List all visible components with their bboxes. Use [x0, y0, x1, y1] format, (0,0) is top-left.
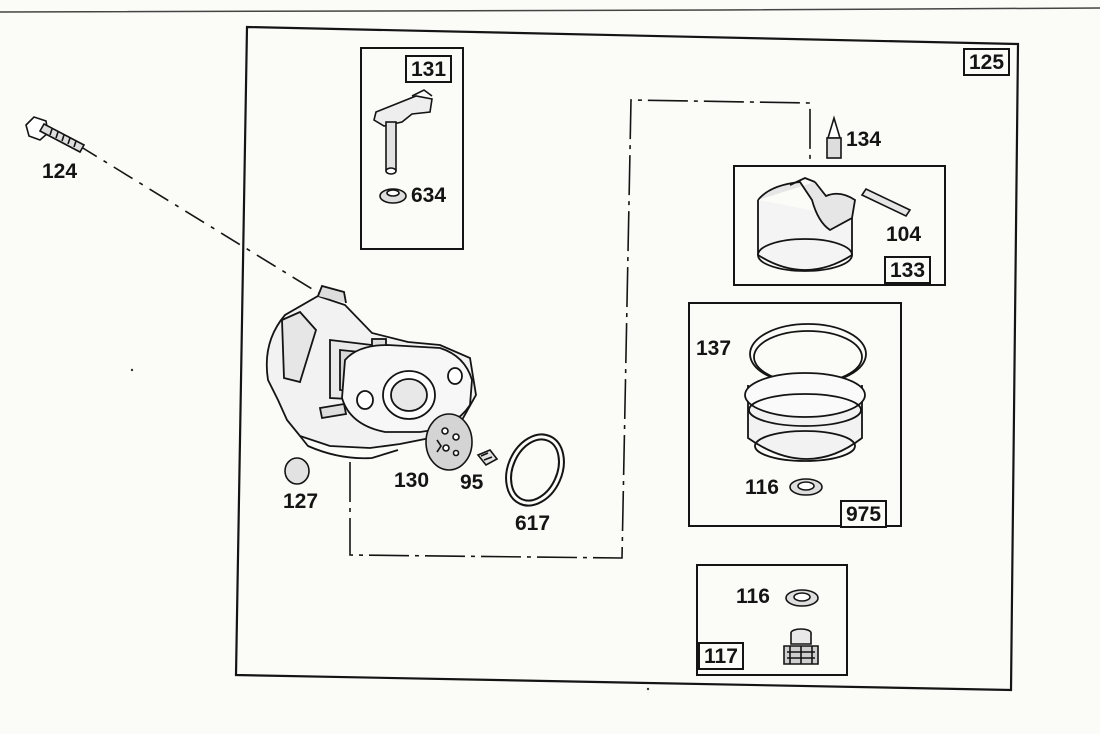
float-needle-134-icon: [826, 115, 842, 159]
part-label-127: 127: [283, 490, 319, 513]
part-label-617: 617: [515, 512, 551, 535]
part-label-95: 95: [460, 471, 484, 494]
bowl-washer-116-icon: [789, 478, 823, 496]
scan-speck: [646, 687, 650, 691]
jet-95-icon: [476, 449, 499, 467]
kit-975-frame: [688, 302, 902, 527]
welch-plug-127-icon: [284, 457, 310, 485]
part-label-104: 104: [886, 223, 922, 246]
part-label-130: 130: [394, 469, 430, 492]
part-label-116-screw: 116: [736, 585, 770, 608]
scan-speck: [130, 368, 134, 372]
part-label-124: 124: [42, 160, 78, 183]
seal-634-icon: [379, 188, 407, 204]
kit-131-frame: [360, 47, 464, 250]
part-label-116-bowl: 116: [745, 476, 779, 499]
kit-label-131: 131: [405, 55, 453, 83]
part-label-634: 634: [411, 184, 447, 207]
kit-117-frame: [696, 564, 848, 676]
bolt-leader-dashed: [77, 144, 331, 301]
kit-125-frame: [234, 25, 1020, 692]
scan-edge-line: [0, 7, 1100, 13]
kit-label-117: 117: [698, 642, 744, 670]
washer-116-icon: [785, 589, 819, 607]
hinge-pin-104-icon: [860, 187, 912, 218]
carburetor-body-icon: [265, 284, 477, 460]
float-133-icon: [757, 177, 856, 272]
bowl-screw-117-icon: [783, 628, 819, 665]
plate-130-icon: [425, 413, 473, 471]
kit-label-125: 125: [963, 48, 1011, 76]
float-bowl-975-icon: [744, 323, 867, 462]
choke-lever-131-icon: [373, 89, 433, 175]
part-label-134: 134: [846, 128, 882, 151]
o-ring-617-icon: [505, 433, 565, 507]
kit-label-133: 133: [884, 256, 932, 284]
bolt-124-icon: [25, 116, 86, 154]
assembly-bracket-line: [349, 99, 811, 559]
kit-133-frame: [733, 165, 946, 286]
part-label-137: 137: [696, 337, 732, 360]
kit-label-975: 975: [840, 500, 888, 528]
